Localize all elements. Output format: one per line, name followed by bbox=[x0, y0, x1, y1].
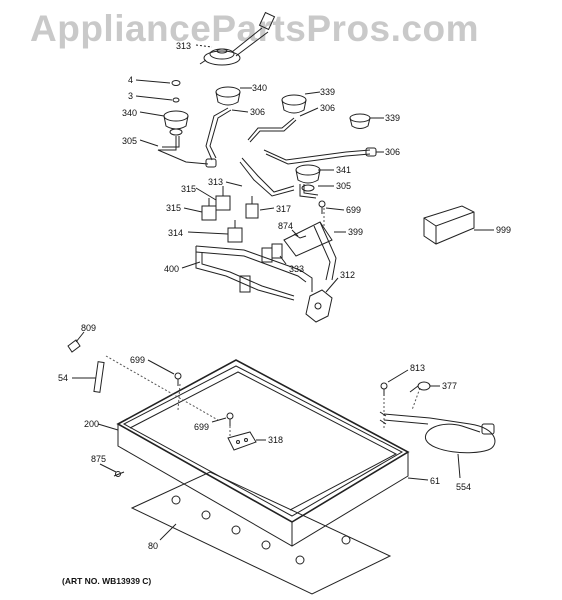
cooktop-pan-200 bbox=[116, 359, 410, 547]
label-809: 809 bbox=[81, 323, 97, 333]
clip-377 bbox=[409, 381, 431, 393]
wire-harness-554 bbox=[379, 411, 496, 454]
burner-339-upper bbox=[281, 94, 307, 114]
label-4: 4 bbox=[128, 75, 134, 85]
label-3: 3 bbox=[128, 91, 134, 101]
label-306-upper: 306 bbox=[320, 103, 336, 113]
part-3-screw bbox=[172, 97, 180, 103]
label-554: 554 bbox=[456, 482, 472, 492]
label-318: 318 bbox=[268, 435, 284, 445]
part-874 bbox=[293, 233, 307, 239]
tube-306-right bbox=[263, 147, 377, 165]
label-315-lower: 315 bbox=[166, 203, 182, 213]
bracket-54 bbox=[93, 361, 105, 393]
label-80: 80 bbox=[148, 541, 159, 551]
label-340-left: 340 bbox=[122, 108, 138, 118]
label-200: 200 bbox=[84, 419, 100, 429]
part-4-cap bbox=[171, 80, 181, 86]
manifold-400 bbox=[195, 245, 313, 301]
screw-813 bbox=[380, 382, 388, 396]
label-305-center: 305 bbox=[336, 181, 352, 191]
burner-340-left bbox=[163, 110, 189, 136]
label-400: 400 bbox=[164, 264, 180, 274]
valve-315-upper bbox=[215, 186, 231, 211]
valve-317 bbox=[245, 196, 259, 219]
igniter-312 bbox=[305, 289, 333, 323]
tube-305-center bbox=[299, 184, 319, 199]
valve-315-lower bbox=[201, 198, 217, 221]
label-312: 312 bbox=[340, 270, 356, 280]
label-315-upper: 315 bbox=[181, 184, 197, 194]
tube-305-left bbox=[157, 136, 217, 168]
label-699-left: 699 bbox=[130, 355, 146, 365]
tube-306-upper bbox=[247, 117, 297, 143]
label-313-lower: 313 bbox=[208, 177, 224, 187]
tube-306-middle bbox=[205, 107, 232, 161]
label-306-right: 306 bbox=[385, 147, 401, 157]
art-number: (ART NO. WB13939 C) bbox=[62, 576, 152, 586]
part-333 bbox=[271, 243, 283, 259]
label-699-middle: 699 bbox=[194, 422, 210, 432]
valve-314 bbox=[227, 220, 243, 243]
screw-875 bbox=[113, 471, 125, 477]
screw-699-middle bbox=[226, 412, 234, 426]
label-306-middle: 306 bbox=[250, 107, 266, 117]
label-339-right: 339 bbox=[385, 113, 401, 123]
label-54: 54 bbox=[58, 373, 69, 383]
label-875: 875 bbox=[91, 454, 107, 464]
clip-809 bbox=[67, 339, 81, 353]
label-341: 341 bbox=[336, 165, 352, 175]
label-699-upper: 699 bbox=[346, 205, 362, 215]
label-305-left: 305 bbox=[122, 136, 138, 146]
burner-340-middle bbox=[215, 86, 241, 106]
label-333: 333 bbox=[289, 264, 305, 274]
label-317: 317 bbox=[276, 204, 292, 214]
burner-assembly-313 bbox=[199, 11, 276, 66]
label-61: 61 bbox=[430, 476, 441, 486]
burner-339-right bbox=[349, 113, 371, 129]
screw-699-left bbox=[174, 372, 182, 386]
label-813: 813 bbox=[410, 363, 426, 373]
label-313-upper: 313 bbox=[176, 41, 192, 51]
label-874: 874 bbox=[278, 221, 294, 231]
label-399: 399 bbox=[348, 227, 364, 237]
bracket-399 bbox=[283, 221, 337, 281]
label-377: 377 bbox=[442, 381, 458, 391]
label-314: 314 bbox=[168, 228, 184, 238]
insulation-80 bbox=[130, 471, 392, 595]
bracket-318 bbox=[227, 431, 257, 451]
label-999: 999 bbox=[496, 225, 512, 235]
box-999 bbox=[423, 205, 475, 245]
label-340-middle: 340 bbox=[252, 83, 268, 93]
screw-699-upper bbox=[318, 200, 326, 214]
tube-313-lower bbox=[239, 157, 295, 197]
label-339-upper: 339 bbox=[320, 87, 336, 97]
